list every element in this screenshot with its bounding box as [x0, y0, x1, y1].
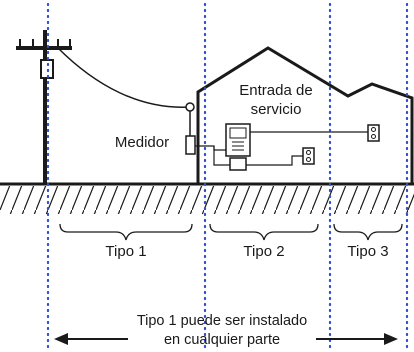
service-drop-wire [57, 47, 191, 108]
arrow-left-icon [54, 333, 68, 345]
coverage-arrow [54, 333, 398, 345]
zone-dividers [46, 2, 409, 350]
meter-label: Medidor [115, 134, 169, 151]
house-wiring [195, 131, 368, 166]
service-entrance-label-line2: servicio [251, 101, 302, 118]
service-panel-icon [225, 123, 251, 171]
brace-type3 [333, 223, 403, 241]
service-entrance-label-line1: Entrada de [239, 82, 312, 99]
utility-pole-icon [16, 30, 72, 184]
type3-label: Tipo 3 [347, 243, 388, 260]
type1-label: Tipo 1 [105, 243, 146, 260]
outlet-icon [302, 147, 315, 165]
ground-hatching [0, 186, 414, 214]
type2-label: Tipo 2 [243, 243, 284, 260]
brace-type1 [59, 223, 193, 241]
note-line2: en cualquier parte [164, 332, 280, 348]
zone-braces [59, 223, 403, 241]
outlet-icon [367, 124, 380, 142]
ground [0, 182, 414, 214]
meter-icon [185, 102, 196, 155]
arrow-right-icon [384, 333, 398, 345]
house [196, 46, 414, 184]
brace-type2 [209, 223, 319, 241]
note-line1: Tipo 1 puede ser instalado [137, 313, 307, 329]
